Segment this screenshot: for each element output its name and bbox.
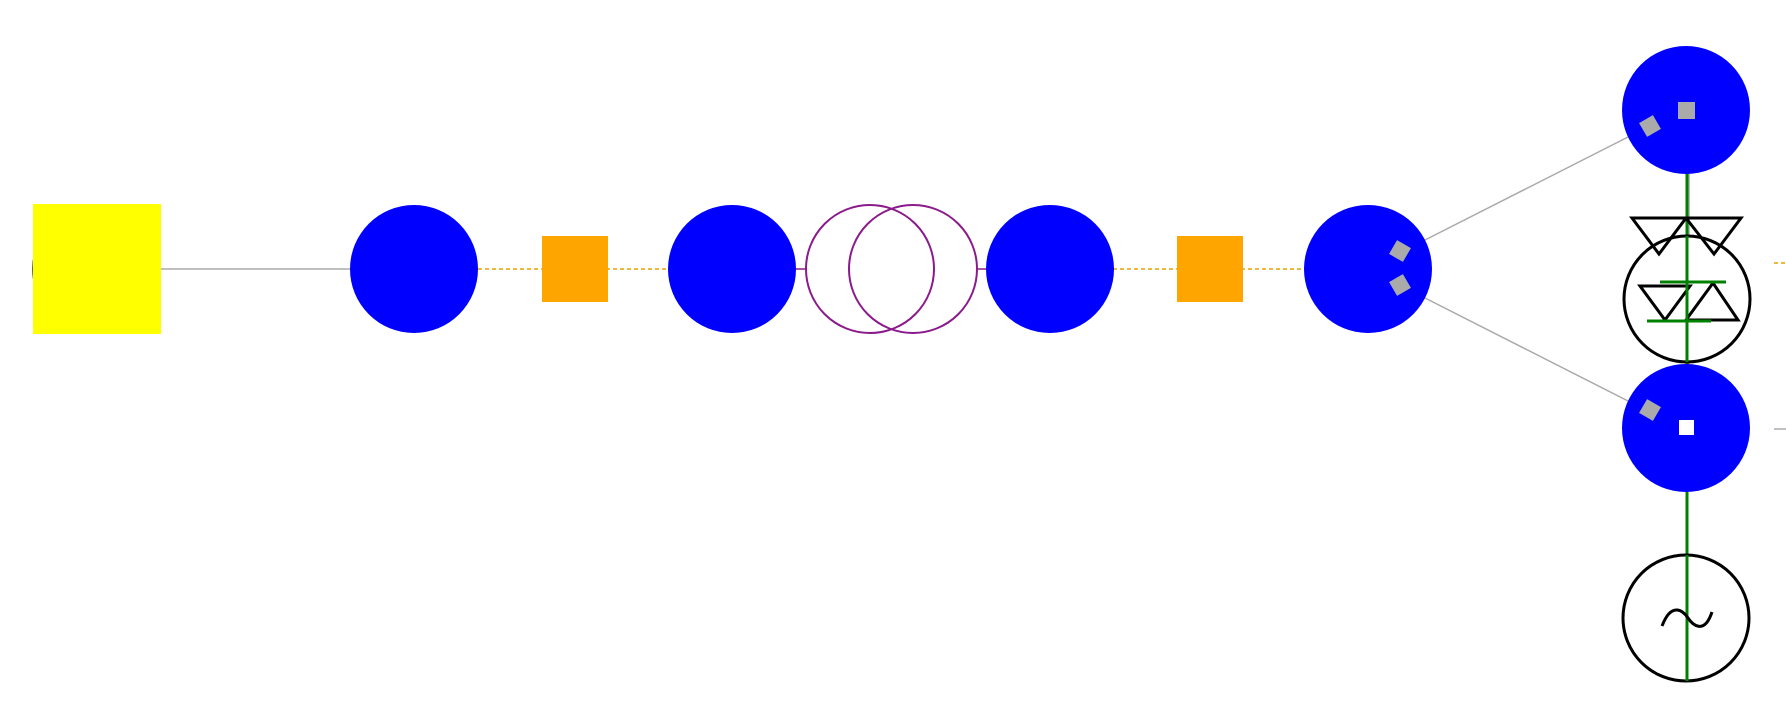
external-grid[interactable] — [32, 204, 161, 334]
ac-source-icon[interactable] — [1621, 553, 1751, 683]
bus-3[interactable] — [986, 205, 1114, 333]
marker-square — [1389, 240, 1411, 262]
converter-icon[interactable] — [1622, 216, 1752, 364]
line-bus4-bus5 — [1424, 134, 1633, 241]
connections — [160, 110, 1786, 682]
external-grid-square — [33, 204, 161, 334]
line-bus4-bus6 — [1424, 297, 1633, 404]
converter-top-right-triangle — [1682, 216, 1744, 257]
switch-2[interactable] — [1177, 236, 1243, 302]
bus-6-markers — [1639, 399, 1694, 435]
bus-1[interactable] — [350, 205, 478, 333]
converter-top-left-triangle — [1629, 216, 1689, 257]
transformer-1[interactable] — [805, 204, 978, 334]
switch-1[interactable] — [542, 236, 608, 302]
transformer-winding-2 — [848, 204, 978, 334]
marker-square — [1639, 115, 1661, 137]
bus-4[interactable] — [1304, 205, 1432, 333]
converter-down-triangle — [1637, 284, 1693, 323]
bus-2[interactable] — [668, 205, 796, 333]
tilde-icon — [1660, 608, 1714, 628]
marker-square — [1389, 274, 1411, 296]
bus-4-markers — [1389, 240, 1411, 296]
marker-square-open — [1679, 420, 1694, 435]
bus-5-markers — [1639, 102, 1695, 137]
converter-up-triangle — [1683, 280, 1741, 322]
transformer-winding-1 — [805, 204, 935, 334]
marker-square — [1639, 399, 1661, 421]
marker-square — [1678, 102, 1695, 119]
